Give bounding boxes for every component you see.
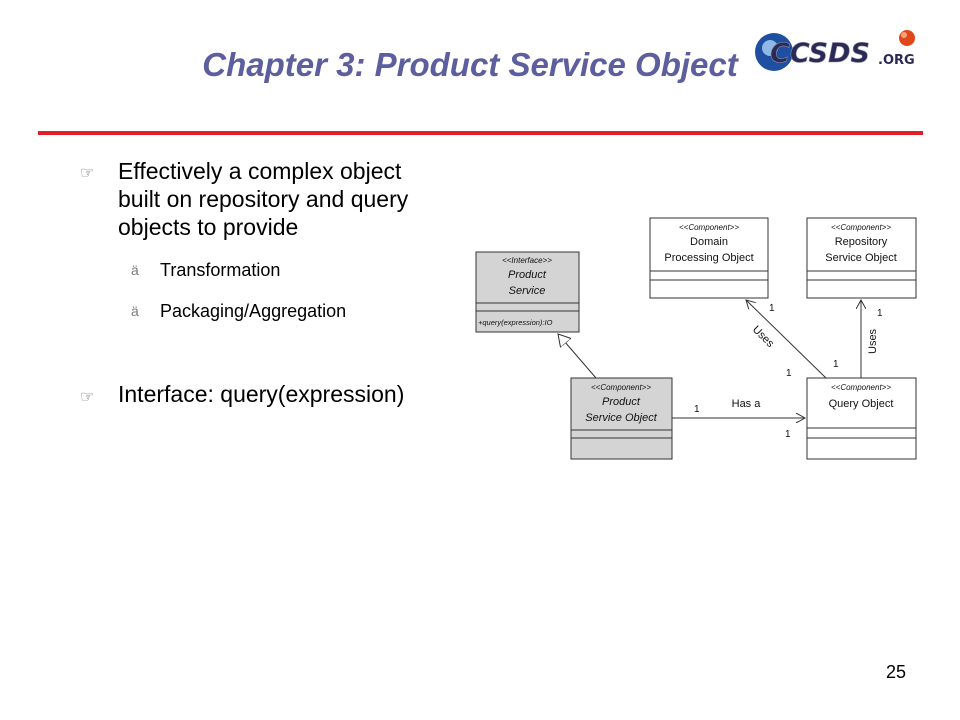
domain-stereotype: <<Component>> [679,223,739,232]
logo-text: CCSDS [770,38,870,69]
sub-bullet-icon: ä [131,262,139,278]
interface-operation: +query(expression):IO [478,318,553,327]
bullet-2: Interface: query(expression) [118,381,405,407]
multiplicity-label: 1 [694,404,700,415]
bullet-1-line-1: Effectively a complex object [118,158,402,184]
multiplicity-label: 1 [786,368,792,379]
pointing-hand-icon: ☞ [80,389,95,406]
multiplicity-label: 1 [769,303,775,314]
domain-name-1: Domain [690,236,728,248]
query-name: Query Object [829,398,894,410]
logo: CCSDS .ORG [752,22,932,82]
component-product-service-object: <<Component>> Product Service Object [570,377,673,460]
pso-name-1: Product [602,396,641,408]
component-domain-processing-object: <<Component>> Domain Processing Object [649,217,769,299]
slide-title: Chapter 3: Product Service Object [202,46,738,83]
pointing-hand-icon: ☞ [80,165,95,182]
logo-suffix: .ORG [878,53,915,68]
sub-bullet-transformation: Transformation [160,260,281,280]
multiplicity-label: 1 [877,308,883,319]
multiplicity-label: 1 [785,429,791,440]
title-divider [38,131,923,135]
bullet-1-line-3: objects to provide [118,214,299,240]
repository-name-2: Service Object [825,252,897,264]
has-a-label: Has a [732,398,762,410]
repository-name-1: Repository [835,236,888,248]
domain-name-2: Processing Object [664,252,753,264]
query-stereotype: <<Component>> [831,383,891,392]
uses-domain-label: Uses [750,324,777,351]
repository-stereotype: <<Component>> [831,223,891,232]
component-repository-service-object: <<Component>> Repository Service Object [806,217,917,299]
pso-stereotype: <<Component>> [591,383,651,392]
multiplicity-label: 1 [833,359,839,370]
uses-repository-label: Uses [867,328,879,354]
pso-name-2: Service Object [585,412,657,424]
bullet-1-line-2: built on repository and query [118,186,409,212]
sub-bullet-packaging: Packaging/Aggregation [160,301,347,321]
sub-bullet-icon: ä [131,303,139,319]
uml-class-diagram: <<Interface>> Product Service +query(exp… [475,217,917,460]
interface-name-2: Service [509,285,546,297]
interface-name-1: Product [508,269,547,281]
realization-arrow [558,334,597,379]
uses-domain-association [746,300,827,379]
component-query-object: <<Component>> Query Object [806,377,917,460]
page-number: 25 [886,662,907,682]
interface-product-service: <<Interface>> Product Service +query(exp… [475,251,580,333]
interface-stereotype: <<Interface>> [502,256,552,265]
bullet-1: Effectively a complex object built on re… [118,157,408,241]
